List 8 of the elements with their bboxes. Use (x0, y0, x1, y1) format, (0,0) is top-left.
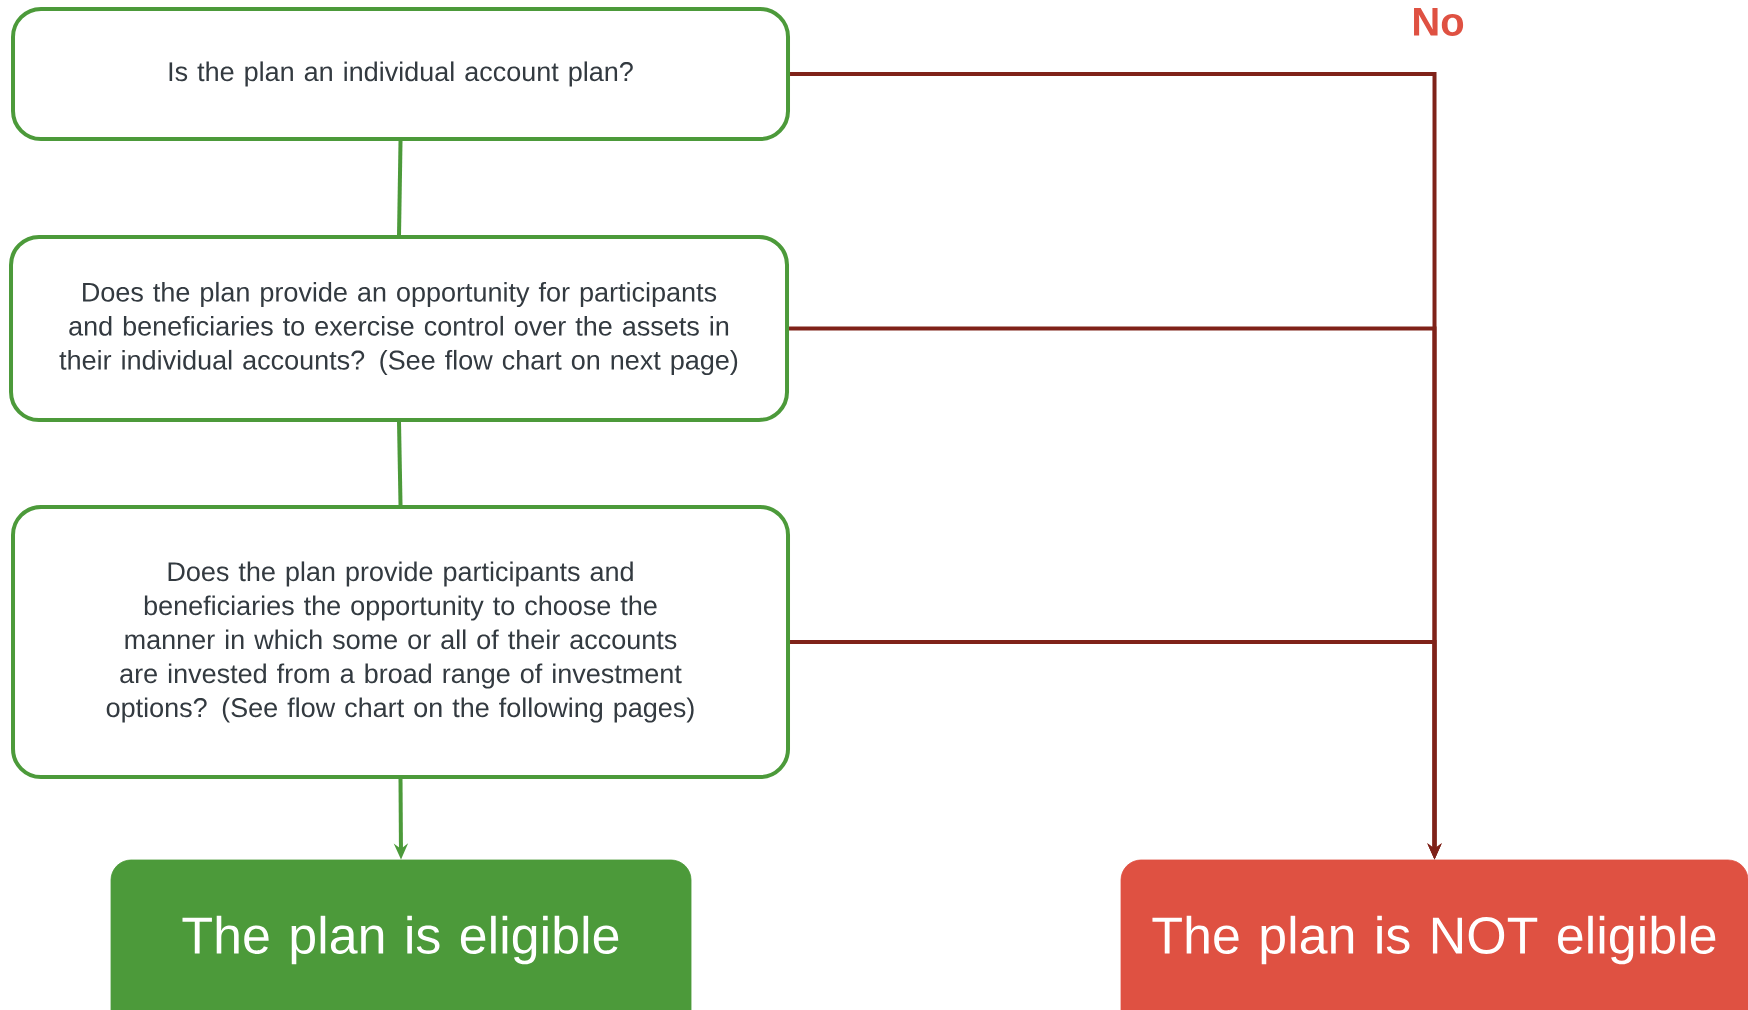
answer-label: No (1414, 8, 1464, 36)
question-box: Does the plan provide an opportunity for participants and beneficiaries to exercise control over the assets in their individual accounts? (See flow chart on next page) (9, 235, 789, 422)
connector (397, 140, 403, 235)
connector (397, 421, 403, 506)
result-box: The plan is NOT eligible (1120, 859, 1748, 1010)
question-box: Is the plan an individual account plan? (11, 7, 790, 141)
question-box: Does the plan provide participants and beneficiaries the opportunity to choose the manner in which some or all of their accounts are invested from a broad range of investment options? (See flow chart on the following pages) (11, 505, 790, 779)
result-box: The plan is eligible (110, 859, 692, 1010)
